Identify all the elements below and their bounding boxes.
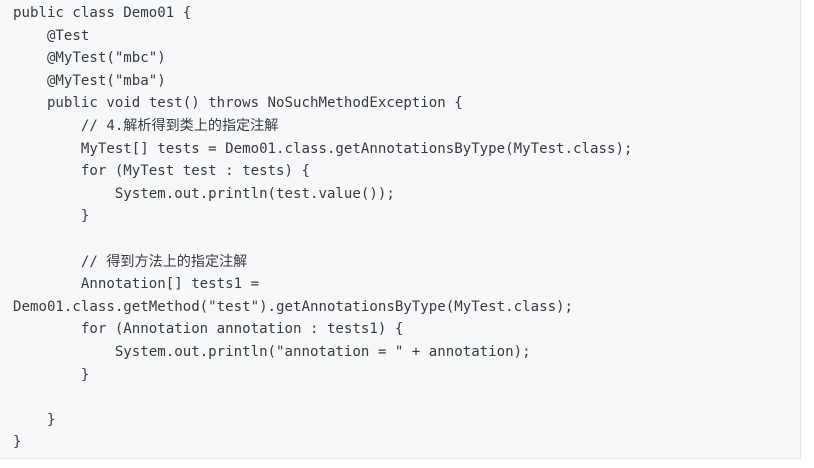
code-line-2: @Test — [13, 27, 90, 44]
code-line-6: // 4.解析得到类上的指定注解 — [13, 117, 279, 134]
code-line-12: // 得到方法上的指定注解 — [13, 253, 248, 270]
code-line-7: MyTest[] tests = Demo01.class.getAnnotat… — [13, 140, 633, 157]
code-line-4: @MyTest("mba") — [13, 72, 166, 89]
code-line-19: } — [13, 411, 56, 428]
code-line-16: System.out.println("annotation = " + ann… — [13, 343, 531, 360]
code-line-17: } — [13, 366, 90, 383]
code-line-20: } — [13, 434, 22, 451]
code-line-1: public class Demo01 { — [13, 5, 192, 21]
code-line-10: } — [13, 208, 90, 225]
code-line-13: Annotation[] tests1 = — [13, 276, 260, 293]
code-line-14: Demo01.class.getMethod("test").getAnnota… — [13, 298, 574, 315]
code-line-11 — [13, 228, 632, 251]
code-line-9: System.out.println(test.value()); — [13, 185, 395, 202]
code-line-5: public void test() throws NoSuchMethodEx… — [13, 95, 463, 112]
code-block: public class Demo01 { @Test @MyTest("mbc… — [13, 2, 632, 454]
code-block-panel: public class Demo01 { @Test @MyTest("mbc… — [0, 0, 801, 459]
code-line-15: for (Annotation annotation : tests1) { — [13, 321, 404, 338]
code-line-18 — [13, 386, 632, 409]
code-line-8: for (MyTest test : tests) { — [13, 163, 310, 180]
code-line-3: @MyTest("mbc") — [13, 50, 166, 67]
